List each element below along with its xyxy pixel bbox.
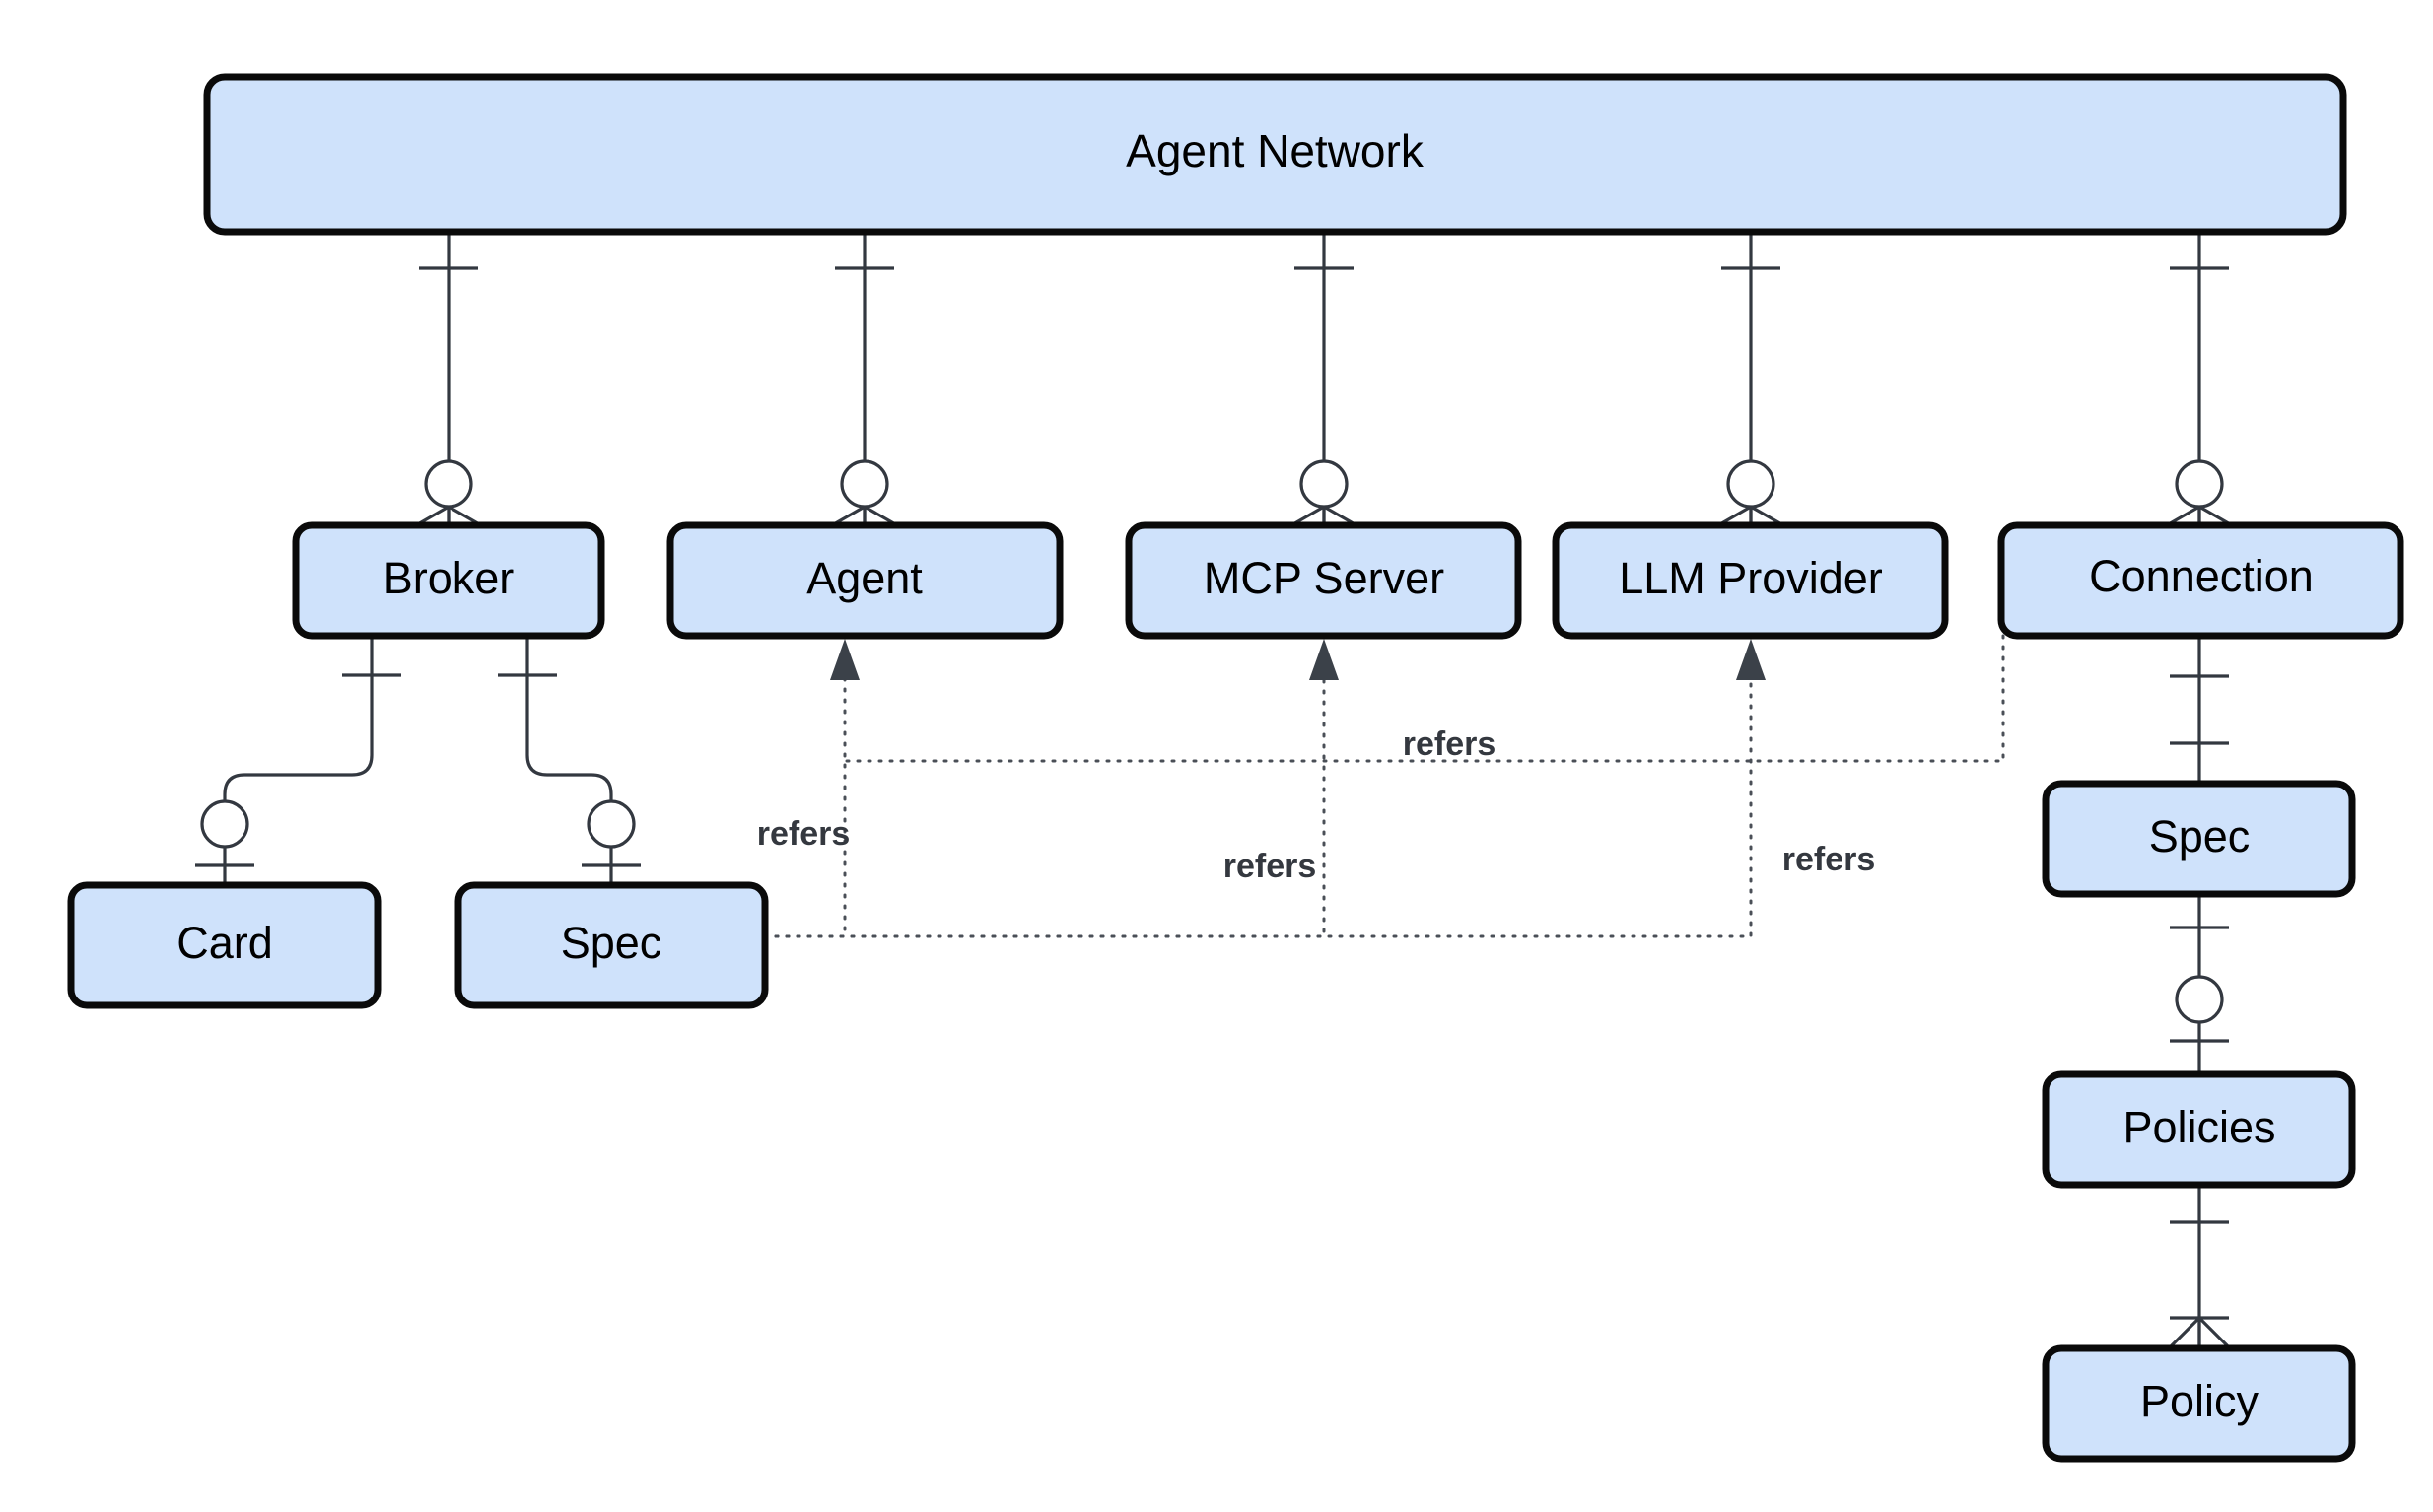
- refers-link-spec-mcp-server: [763, 639, 1339, 938]
- entity-card-rect[interactable]: [67, 881, 382, 1009]
- entity-card[interactable]: Card: [67, 881, 382, 1009]
- refers-link-spec-agent: [763, 639, 860, 938]
- entity-agent-rect[interactable]: [666, 521, 1064, 640]
- refers-label-spec-llm-provider: refers: [1782, 841, 1876, 878]
- entity-broker[interactable]: Broker: [292, 521, 605, 640]
- refers-link-spec-llm-provider: [763, 639, 1766, 938]
- entity-agent-network[interactable]: Agent Network: [203, 73, 2347, 236]
- entity-policy-rect[interactable]: [2042, 1344, 2356, 1463]
- entity-broker-spec-rect[interactable]: [454, 881, 769, 1009]
- entity-policies[interactable]: Policies: [2042, 1070, 2356, 1189]
- entity-connection[interactable]: Connection: [1997, 521, 2404, 640]
- refers-label-spec-agent: refers: [757, 815, 851, 853]
- entity-broker-rect[interactable]: [292, 521, 605, 640]
- relation-network-mcp-server: [1290, 232, 1357, 527]
- entity-connection-spec-rect[interactable]: [2042, 780, 2356, 898]
- relation-broker-spec: [498, 636, 641, 885]
- relation-connection-spec: [2170, 636, 2229, 784]
- entity-policies-rect[interactable]: [2042, 1070, 2356, 1189]
- entity-layer: Agent Network Broker Agent MCP Server LL…: [67, 73, 2404, 1463]
- entity-llm-provider-rect[interactable]: [1552, 521, 1949, 640]
- refers-layer: refers refers refers refers: [757, 634, 2005, 938]
- entity-agent-network-rect[interactable]: [203, 73, 2347, 236]
- relation-spec-policies: [2170, 894, 2229, 1074]
- entity-llm-provider[interactable]: LLM Provider: [1552, 521, 1949, 640]
- entity-connection-spec[interactable]: Spec: [2042, 780, 2356, 898]
- refers-link-connection-agent: [843, 634, 2005, 763]
- entity-mcp-server-rect[interactable]: [1125, 521, 1522, 640]
- relation-network-connection: [2166, 232, 2233, 527]
- relation-broker-card: [195, 636, 401, 885]
- entity-mcp-server[interactable]: MCP Server: [1125, 521, 1522, 640]
- relationship-layer: [195, 232, 2233, 1350]
- refers-label-connection-agent: refers: [1403, 725, 1496, 763]
- relation-network-agent: [831, 232, 898, 527]
- entity-connection-rect[interactable]: [1997, 521, 2404, 640]
- entity-policy[interactable]: Policy: [2042, 1344, 2356, 1463]
- entity-agent[interactable]: Agent: [666, 521, 1064, 640]
- relation-policies-policy: [2167, 1185, 2232, 1350]
- relation-network-llm-provider: [1717, 232, 1784, 527]
- refers-label-spec-mcp-server: refers: [1223, 848, 1317, 885]
- relation-network-broker: [415, 232, 482, 527]
- entity-broker-spec[interactable]: Spec: [454, 881, 769, 1009]
